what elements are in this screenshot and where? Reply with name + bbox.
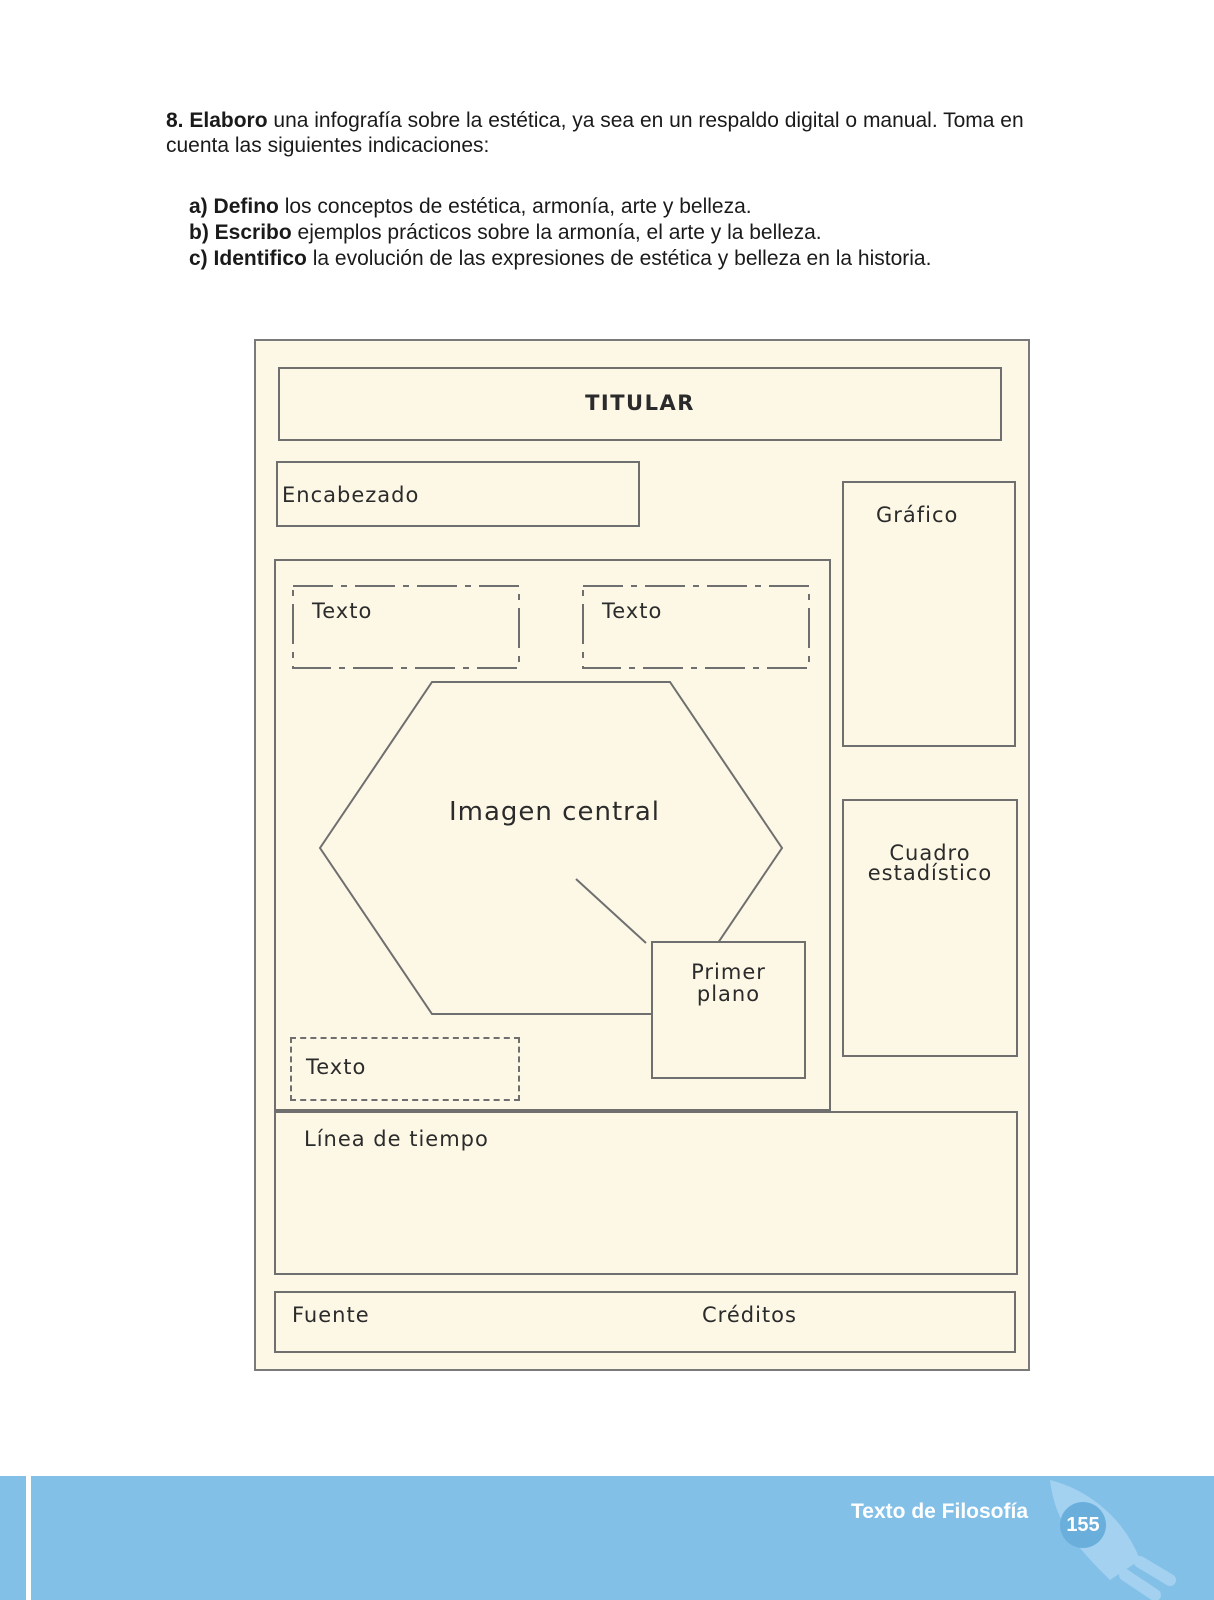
- indications-list: a) Defino los conceptos de estética, arm…: [189, 194, 1089, 272]
- linea-de-tiempo-label: Línea de tiempo: [304, 1127, 489, 1151]
- activity-verb: Elaboro: [189, 109, 268, 132]
- activity-instruction: 8. Elaboro una infografía sobre la estét…: [166, 108, 1066, 158]
- grafico-box: Gráfico: [842, 481, 1016, 747]
- fuente-creditos-box: Fuente Créditos: [274, 1291, 1016, 1353]
- texto-label-3: Texto: [306, 1055, 367, 1079]
- encabezado-box: Encabezado: [276, 461, 640, 527]
- texto-box-2: [582, 585, 810, 669]
- imagen-central-label: Imagen central: [449, 797, 660, 827]
- primer-plano-label-1: Primer: [691, 960, 766, 984]
- rocket-icon: [1050, 1480, 1176, 1600]
- footer-bar: [0, 1476, 1214, 1600]
- texto-label-2: Texto: [602, 599, 663, 623]
- titular-label: TITULAR: [585, 391, 695, 415]
- texto-box-3: Texto: [290, 1037, 520, 1101]
- cuadro-estadistico-box: Cuadro estadístico: [842, 799, 1018, 1057]
- cuadro-label-1: Cuadro: [889, 841, 971, 865]
- list-item: c) Identifico la evolución de las expres…: [189, 247, 932, 270]
- linea-de-tiempo-box: Línea de tiempo: [274, 1111, 1018, 1275]
- activity-number: 8.: [166, 109, 184, 132]
- texto-label-1: Texto: [312, 599, 373, 623]
- titular-box: TITULAR: [278, 367, 1002, 441]
- activity-text: una infografía sobre la estética, ya sea…: [166, 109, 1024, 157]
- main-content-box: [274, 559, 831, 1111]
- fuente-label: Fuente: [292, 1303, 370, 1327]
- cuadro-label-2: estadístico: [867, 861, 993, 885]
- infographic-template: TITULAR Encabezado Gráfico Texto Texto I…: [254, 339, 1030, 1371]
- creditos-label: Créditos: [702, 1303, 797, 1327]
- page-number: 155: [1060, 1502, 1106, 1548]
- encabezado-label: Encabezado: [282, 483, 420, 507]
- primer-plano-label-2: plano: [696, 982, 761, 1006]
- footer-divider: [26, 1476, 31, 1600]
- list-item: b) Escribo ejemplos prácticos sobre la a…: [189, 221, 822, 244]
- footer-title: Texto de Filosofía: [851, 1500, 1028, 1523]
- primer-plano-box: Primer plano: [651, 941, 806, 1079]
- texto-box-1: [292, 585, 520, 669]
- list-item: a) Defino los conceptos de estética, arm…: [189, 195, 752, 218]
- grafico-label: Gráfico: [876, 503, 959, 527]
